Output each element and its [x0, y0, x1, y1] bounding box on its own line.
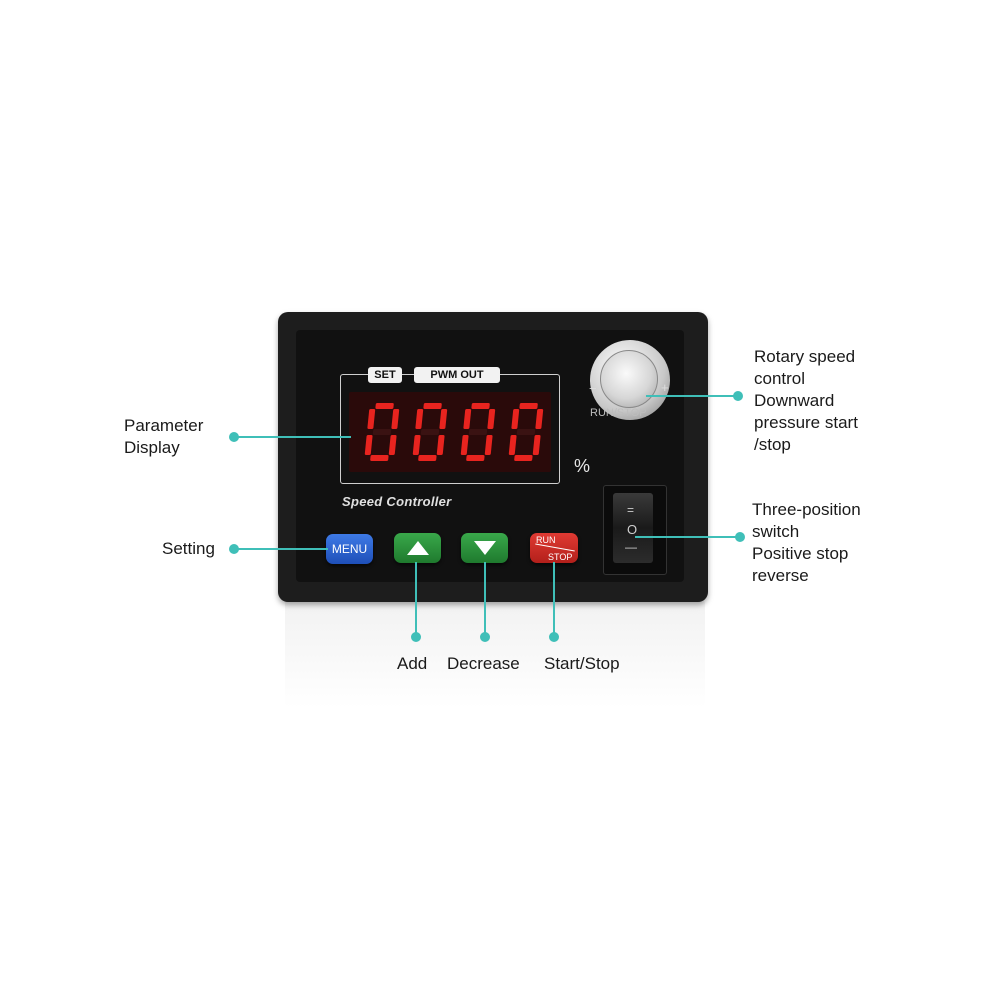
led-segment-a — [471, 403, 490, 409]
rotary-callout-line-1: Rotary speed — [754, 347, 856, 366]
brand-label: Speed Controller — [342, 494, 452, 509]
stop-label: STOP — [548, 552, 573, 562]
led-segment-a — [519, 403, 538, 409]
switch-callout-line-4: reverse — [752, 566, 809, 585]
add-callout-dot — [411, 632, 421, 642]
led-segment-g — [516, 429, 536, 435]
set-tag: SET — [368, 367, 402, 383]
add-button[interactable] — [394, 533, 441, 563]
led-segment-c — [532, 435, 541, 455]
setting-callout: Setting — [162, 539, 215, 558]
led-segment-b — [535, 409, 544, 429]
rotary-knob-cap[interactable] — [600, 350, 658, 408]
switch-callout-line-1: Three-position — [752, 500, 861, 519]
led-segment-b — [439, 409, 448, 429]
display-callout: Parameter Display — [124, 415, 203, 459]
led-segment-d — [370, 455, 389, 461]
arrow-up-icon — [406, 541, 429, 555]
switch-callout-dot — [735, 532, 745, 542]
menu-button-label: MENU — [331, 542, 368, 556]
rotary-callout-dot — [733, 391, 743, 401]
led-segment-d — [418, 455, 437, 461]
display-callout-line-2: Display — [124, 438, 180, 457]
menu-button[interactable]: MENU — [326, 534, 373, 564]
switch-callout-line-2: switch — [752, 522, 800, 541]
led-segment-e — [364, 435, 373, 455]
led-digit — [460, 403, 496, 461]
led-segment-f — [511, 409, 520, 429]
switch-callout: Three-position switch Positive stop reve… — [752, 499, 861, 587]
table-reflection — [285, 598, 705, 708]
decrease-callout-line — [484, 562, 486, 636]
rotary-callout-line — [646, 395, 738, 397]
start-stop-callout-line — [553, 562, 555, 636]
display-callout-line-1: Parameter — [124, 416, 204, 435]
display-callout-dot — [229, 432, 239, 442]
pwm-out-tag: PWM OUT — [414, 367, 500, 383]
setting-callout-dot — [229, 544, 239, 554]
led-digit — [364, 403, 400, 461]
add-callout: Add — [397, 654, 428, 673]
switch-mid-mark: O — [627, 522, 638, 537]
switch-top-mark: = — [627, 503, 635, 517]
knob-plus-mark: + — [661, 380, 669, 395]
led-segment-c — [436, 435, 445, 455]
led-segment-g — [372, 429, 392, 435]
led-segment-a — [375, 403, 394, 409]
rotary-callout: Rotary speed control Downward pressure s… — [754, 346, 858, 456]
led-segment-b — [391, 409, 400, 429]
setting-callout-line — [236, 548, 328, 550]
arrow-down-icon — [473, 541, 496, 555]
start-stop-callout: Start/Stop — [544, 654, 620, 673]
led-segment-c — [484, 435, 493, 455]
switch-bottom-mark: — — [625, 540, 637, 554]
decrease-button[interactable] — [461, 533, 508, 563]
led-segment-f — [415, 409, 424, 429]
three-position-switch[interactable]: = O — — [613, 493, 653, 563]
led-segment-e — [412, 435, 421, 455]
led-digits — [364, 403, 544, 461]
rotary-callout-line-5: /stop — [754, 435, 791, 454]
led-segment-f — [367, 409, 376, 429]
led-segment-g — [420, 429, 440, 435]
decrease-callout-dot — [480, 632, 490, 642]
display-callout-line — [235, 436, 351, 438]
led-segment-b — [487, 409, 496, 429]
percent-unit: % — [574, 456, 591, 476]
led-segment-e — [460, 435, 469, 455]
rotary-callout-line-3: Downward — [754, 391, 835, 410]
run-label: RUN — [536, 535, 556, 545]
led-segment-g — [468, 429, 488, 435]
knob-run-stop-label: RUN/STOP — [590, 407, 647, 419]
led-digit — [508, 403, 544, 461]
rotary-callout-line-2: control — [754, 369, 806, 388]
led-display — [349, 392, 551, 472]
rotary-callout-line-4: pressure start — [754, 413, 858, 432]
add-callout-line — [415, 562, 417, 636]
knob-minus-mark: − — [589, 381, 597, 396]
start-stop-callout-dot — [549, 632, 559, 642]
led-digit — [412, 403, 448, 461]
led-segment-d — [514, 455, 533, 461]
switch-callout-line — [635, 536, 740, 538]
led-segment-f — [463, 409, 472, 429]
led-segment-d — [466, 455, 485, 461]
switch-callout-line-3: Positive stop — [752, 544, 849, 563]
led-segment-c — [388, 435, 397, 455]
led-segment-e — [508, 435, 517, 455]
led-segment-a — [423, 403, 442, 409]
decrease-callout: Decrease — [447, 654, 520, 673]
